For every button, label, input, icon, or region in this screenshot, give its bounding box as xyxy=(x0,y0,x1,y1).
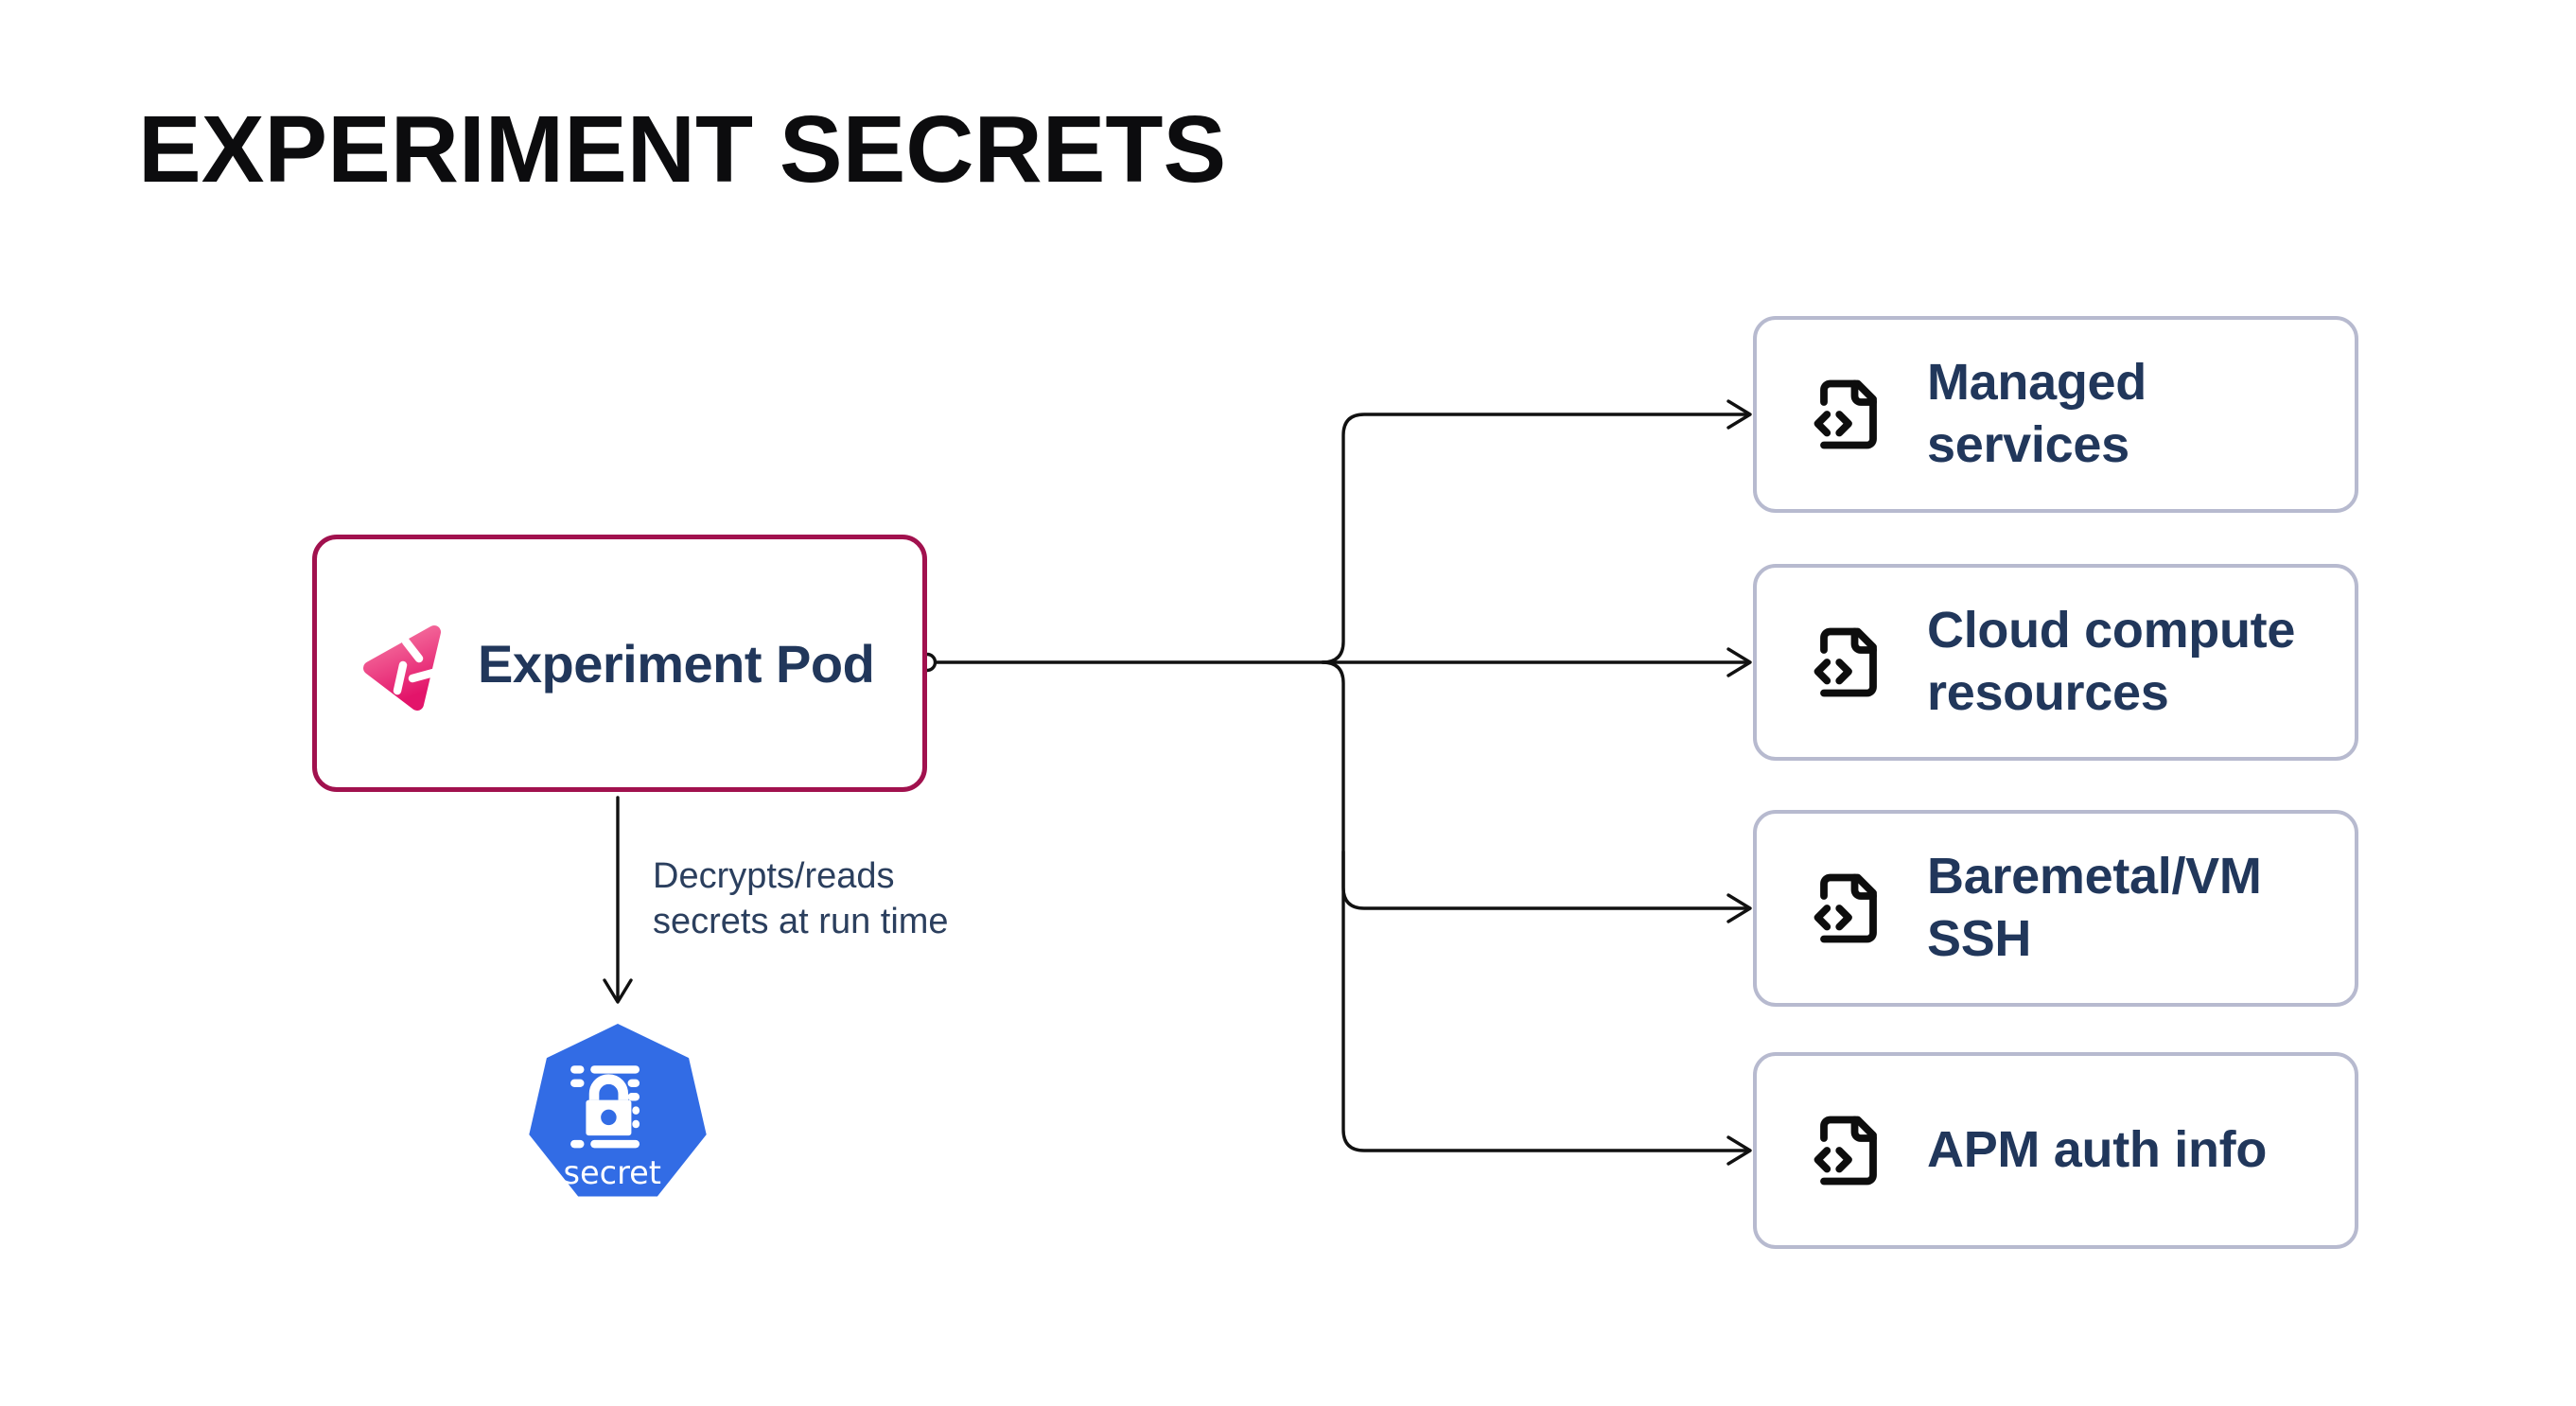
file-code-icon xyxy=(1814,379,1877,449)
arrowhead-icon xyxy=(1726,1135,1752,1166)
node-apm-auth-info: APM auth info xyxy=(1753,1052,2358,1249)
target-label: APM auth info xyxy=(1927,1121,2268,1179)
edge-annotation: Decrypts/reads secrets at run time xyxy=(653,853,949,944)
target-label: Baremetal/VM SSH xyxy=(1927,848,2262,967)
litmus-chaos-logo-icon xyxy=(363,625,441,711)
file-code-icon xyxy=(1814,1116,1877,1186)
node-experiment-pod: Experiment Pod xyxy=(312,535,927,792)
node-cloud-compute-resources: Cloud compute resources xyxy=(1753,564,2358,761)
edge-pod-to-apm xyxy=(1341,850,1748,1152)
page-title: EXPERIMENT SECRETS xyxy=(138,97,1227,202)
file-code-icon xyxy=(1814,627,1877,697)
file-code-icon xyxy=(1814,873,1877,943)
target-label: Cloud compute resources xyxy=(1927,602,2296,721)
secret-node-label: secret xyxy=(563,1154,661,1191)
target-label: Managed services xyxy=(1927,354,2147,473)
arrowhead-icon xyxy=(1726,647,1752,677)
arrowhead-icon xyxy=(1726,893,1752,923)
node-baremetal-vm-ssh: Baremetal/VM SSH xyxy=(1753,810,2358,1007)
edge-pod-to-managed-services xyxy=(1321,413,1748,664)
arrowhead-icon xyxy=(1726,399,1752,430)
edge-annotation-line1: Decrypts/reads xyxy=(653,856,895,896)
experiment-pod-label: Experiment Pod xyxy=(478,633,875,694)
edge-pod-to-baremetal-ssh xyxy=(1321,660,1748,910)
edge-annotation-line2: secrets at run time xyxy=(653,902,949,941)
node-managed-services: Managed services xyxy=(1753,316,2358,513)
arrowhead-icon xyxy=(603,978,633,1004)
kubernetes-secret-icon: secret xyxy=(529,1024,707,1197)
